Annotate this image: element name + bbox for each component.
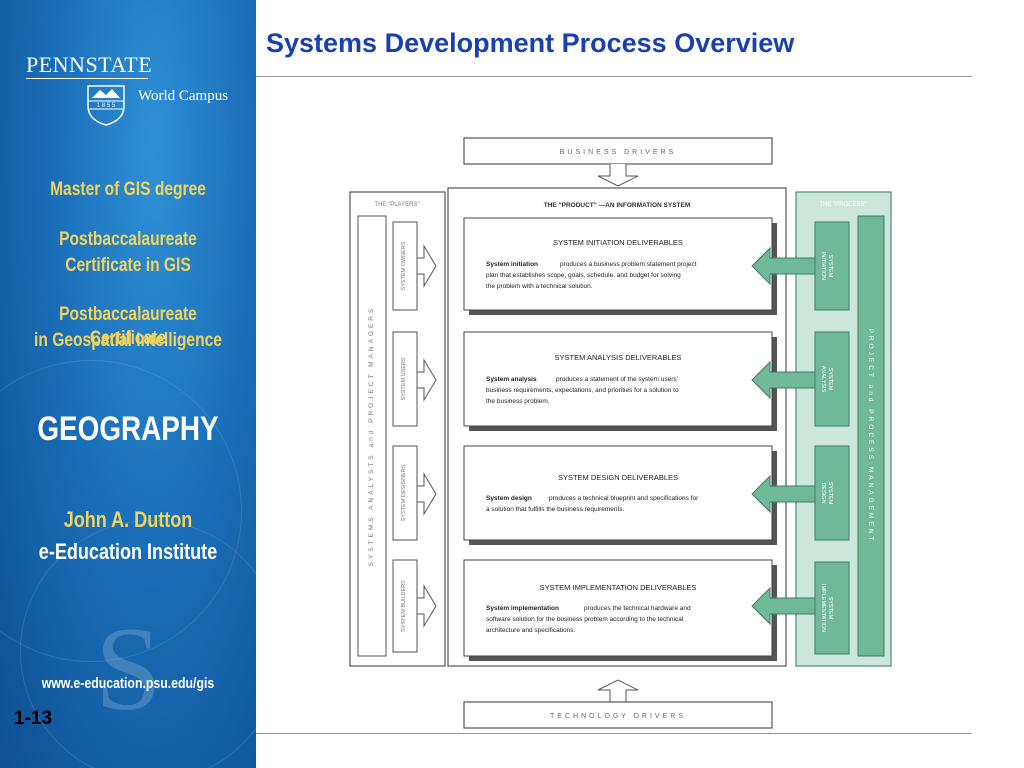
process-arrow-icon [751, 246, 816, 286]
process-vertical-bar [857, 215, 885, 657]
decorative-circle [20, 520, 256, 768]
deliverable-desc-line1: produces a business problem statement pr… [560, 261, 697, 268]
shield-year: 1 8 5 5 [97, 103, 116, 109]
players-vertical-bar [357, 215, 387, 657]
process-arrow-icon [751, 586, 816, 626]
program-master-gis: Master of GIS degree [50, 179, 206, 200]
deliverable-term: System design [486, 495, 532, 502]
process-label: THE "PROCESS" [819, 202, 866, 208]
process-frame-border [795, 191, 892, 667]
stage-initiation: SYSTEM INITIATION DELIVERABLES System in… [392, 217, 850, 315]
program-cert-geoint-line1: Postbaccalaureate Certificate [59, 304, 197, 349]
business-drivers-box [463, 137, 773, 165]
institute-line2: e-Education Institute [38, 539, 218, 564]
deliverable-desc-line2: software solution for the business probl… [486, 616, 684, 623]
deliverable-desc-line2: plan that establishes scope, goals, sche… [486, 272, 681, 279]
player-label: SYSTEM USERS [401, 357, 407, 400]
deliverable-heading: SYSTEM DESIGN DELIVERABLES [558, 473, 678, 482]
website-url[interactable]: www.e-education.psu.edu/gis [41, 675, 215, 692]
deliverable-box [463, 217, 773, 311]
player-arrow-icon [416, 584, 437, 628]
player-arrow-icon [416, 472, 437, 516]
player-label: SYSTEM DESIGNERS [401, 464, 407, 521]
deliverable-desc-line3: architecture and specifications. [486, 627, 575, 634]
deliverable-box [463, 559, 773, 657]
program-cert-geoint-line2: in Geospatial Intelligence [34, 330, 222, 351]
technology-drivers-arrow-icon [597, 679, 639, 702]
logo-divider [26, 78, 148, 79]
deliverable-term: System analysis [486, 376, 537, 383]
footer-divider [256, 733, 972, 734]
process-line2: INITIATION [820, 252, 826, 280]
stage-design: SYSTEM DESIGN DELIVERABLES System design… [392, 445, 850, 545]
player-label: SYSTEM OWNERS [401, 241, 407, 290]
program-cert-gis-line1: Postbaccalaureate [59, 229, 197, 250]
deliverable-desc-line3: the problem with a technical solution. [486, 283, 593, 290]
deliverable-heading: SYSTEM IMPLEMENTATION DELIVERABLES [540, 583, 697, 592]
product-label: THE "PRODUCT" —AN INFORMATION SYSTEM [544, 202, 691, 209]
world-campus-label: World Campus [138, 88, 229, 104]
process-line1: SYSTEM [827, 368, 833, 391]
slide-number: 1-13 [14, 708, 53, 729]
program-cert-gis-line2: Certificate in GIS [65, 255, 191, 276]
institute-line1: John A. Dutton [63, 507, 193, 532]
process-line2: IMPLEMENTATION [820, 584, 826, 632]
pennstate-logo-text: PENNSTATE [26, 52, 153, 77]
deliverable-heading: SYSTEM INITIATION DELIVERABLES [553, 238, 683, 247]
deliverable-desc-line1: produces a statement of the system users… [556, 376, 678, 383]
process-box [814, 561, 850, 655]
deliverable-desc-line2: business requirements, expectations, and… [486, 387, 679, 394]
players-label: THE "PLAYERS" [374, 202, 419, 208]
deliverable-desc-line1: produces a technical blueprint and speci… [549, 495, 699, 502]
player-label: SYSTEM BUILDERS [401, 580, 407, 632]
deliverable-term: System initiation [486, 261, 538, 268]
deliverable-desc-line2: a solution that fulfills the business re… [486, 506, 625, 513]
title-divider [256, 76, 972, 77]
technology-drivers-box [463, 701, 773, 729]
process-box [814, 221, 850, 311]
deliverable-box [463, 331, 773, 427]
decorative-watermark: S [95, 602, 162, 735]
deliverable-desc-line3: the business problem. [486, 398, 550, 405]
process-arrow-icon [751, 474, 816, 514]
deliverable-desc-line1: produces the technical hardware and [584, 605, 691, 612]
process-line1: SYSTEM [827, 255, 833, 278]
process-line2: DESIGN [820, 482, 826, 503]
deliverable-term: System implementation [486, 605, 559, 612]
geography-department: GEOGRAPHY [37, 410, 219, 448]
deliverable-heading: SYSTEM ANALYSIS DELIVERABLES [555, 353, 682, 362]
process-line1: SYSTEM [827, 482, 833, 505]
business-drivers-label: BUSINESS DRIVERS [560, 149, 676, 156]
technology-drivers-label: TECHNOLOGY DRIVERS [550, 713, 686, 720]
process-arrow-icon [751, 360, 816, 400]
players-vertical-label: SYSTEMS ANALYSTS and PROJECT MANAGERS [368, 306, 375, 567]
slide-title: Systems Development Process Overview [266, 28, 795, 58]
process-line1: SYSTEM [827, 597, 833, 620]
player-arrow-icon [416, 358, 437, 402]
process-box [814, 331, 850, 427]
player-arrow-icon [416, 244, 437, 288]
process-box [814, 445, 850, 541]
sidebar: S PENNSTATE 1 8 5 5 World Campus Master … [0, 0, 256, 768]
stage-implementation: SYSTEM IMPLEMENTATION DELIVERABLES Syste… [392, 559, 850, 661]
pennstate-shield-icon: 1 8 5 5 [87, 85, 125, 126]
process-line2: ANALYSIS [820, 366, 826, 393]
player-box [392, 445, 418, 541]
business-drivers-arrow-icon [597, 164, 639, 187]
stage-analysis: SYSTEM ANALYSIS DELIVERABLES System anal… [392, 331, 850, 431]
deliverable-box [463, 445, 773, 541]
process-vertical-label: PROJECT and PROCESS MANAGEMENT [867, 329, 874, 544]
